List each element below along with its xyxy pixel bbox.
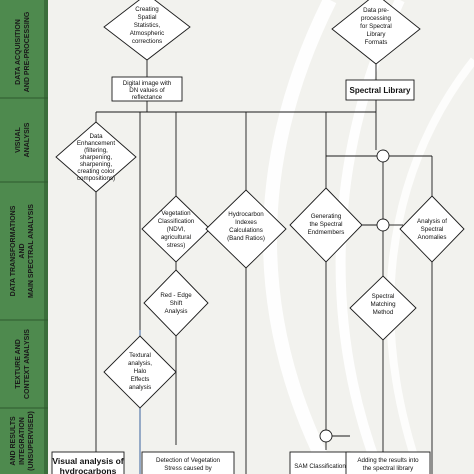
svg-text:Analysis: Analysis	[164, 308, 187, 315]
svg-text:Analysis of: Analysis of	[417, 218, 447, 225]
svg-text:reflectance: reflectance	[132, 94, 163, 101]
node-hydrocarbon-indexes: Hydrocarbon Indexes Calculations (Band R…	[205, 189, 287, 269]
node-preprocessing-library: Data pre- processing for Spectral Librar…	[331, 0, 421, 65]
node-vegetation-stress: Detection of Vegetation Stress caused by	[141, 451, 235, 474]
svg-text:the Spectral: the Spectral	[309, 221, 342, 228]
svg-text:Adding the results into: Adding the results into	[357, 457, 419, 464]
svg-text:Red - Edge: Red - Edge	[160, 292, 192, 299]
svg-text:creating color: creating color	[77, 168, 114, 175]
svg-text:Formats: Formats	[365, 39, 388, 46]
svg-text:(Band Ratios): (Band Ratios)	[227, 235, 265, 242]
svg-text:Enhancement: Enhancement	[77, 140, 115, 147]
svg-text:AND: AND	[19, 243, 26, 258]
svg-text:Spectral: Spectral	[372, 293, 395, 300]
svg-text:agricultural: agricultural	[161, 234, 191, 241]
svg-text:Textural: Textural	[129, 352, 151, 359]
svg-text:Spectral: Spectral	[421, 226, 444, 233]
svg-text:Matching: Matching	[370, 301, 396, 308]
lane-band-edge	[44, 0, 48, 474]
svg-text:Stress caused by: Stress caused by	[164, 465, 212, 472]
svg-text:Detection of Vegetation: Detection of Vegetation	[156, 457, 221, 464]
svg-text:(filtering,: (filtering,	[84, 147, 108, 154]
lane-label-integration: AND RESULTS INTEGRATION (UNSUPERVISED)	[10, 411, 35, 471]
svg-text:hydrocarbons: hydrocarbons	[60, 466, 117, 474]
svg-text:SAM Classification: SAM Classification	[294, 463, 346, 470]
node-sam-classification: SAM Classification	[289, 451, 351, 474]
node-adding-results: Adding the results into the spectral lib…	[345, 451, 431, 474]
svg-text:Creating: Creating	[135, 6, 159, 13]
svg-text:Library: Library	[367, 31, 387, 38]
svg-text:(UNSUPERVISED): (UNSUPERVISED)	[28, 411, 35, 471]
svg-text:Generating: Generating	[311, 213, 342, 220]
svg-text:Shift: Shift	[170, 300, 183, 307]
svg-text:Anomalies: Anomalies	[418, 234, 447, 241]
svg-text:VISUAL: VISUAL	[15, 126, 22, 152]
svg-text:DATA TRANSFORMATIONS: DATA TRANSFORMATIONS	[10, 205, 17, 296]
svg-text:compositions): compositions)	[77, 175, 115, 182]
svg-text:the spectral library: the spectral library	[363, 465, 414, 472]
svg-text:Atmospheric: Atmospheric	[130, 30, 164, 37]
svg-text:DN values of: DN values of	[129, 87, 165, 94]
svg-text:sharpening,: sharpening,	[80, 161, 113, 168]
svg-text:processing: processing	[361, 15, 391, 22]
svg-text:Digital image with: Digital image with	[123, 80, 172, 87]
svg-text:AND RESULTS: AND RESULTS	[10, 416, 17, 466]
svg-text:analysis: analysis	[129, 384, 151, 391]
svg-text:for Spectral: for Spectral	[360, 23, 392, 30]
svg-text:Data pre-: Data pre-	[363, 7, 389, 14]
lane-label-visual: VISUAL ANALYSIS	[15, 122, 31, 157]
node-red-edge-shift: Red - Edge Shift Analysis	[143, 269, 209, 337]
svg-text:stress): stress)	[167, 242, 186, 249]
svg-text:analysis,: analysis,	[128, 360, 152, 367]
svg-text:TEXTURE AND: TEXTURE AND	[15, 339, 22, 389]
svg-text:(NDVI,: (NDVI,	[167, 226, 186, 233]
svg-text:sharpening,: sharpening,	[80, 154, 113, 161]
svg-text:corrections: corrections	[132, 38, 162, 45]
lane-band	[0, 0, 44, 474]
svg-text:Hydrocarbon: Hydrocarbon	[228, 211, 264, 218]
node-vegetation-classification: Vegetation Classification (NDVI, agricul…	[141, 195, 211, 263]
node-visual-hydrocarbons: Visual analysis of hydrocarbons	[51, 451, 125, 474]
lane-label-transformations: DATA TRANSFORMATIONS AND MAIN SPECTRAL A…	[10, 204, 35, 298]
node-spectral-library: Spectral Library	[345, 79, 415, 101]
node-spectral-anomalies: Analysis of Spectral Anomalies	[399, 195, 465, 263]
svg-text:INTEGRATION: INTEGRATION	[19, 417, 26, 465]
svg-text:Spatial: Spatial	[138, 14, 157, 21]
svg-text:Vegetation: Vegetation	[161, 210, 191, 217]
svg-text:DATA ACQUISITION: DATA ACQUISITION	[15, 19, 22, 85]
svg-text:AND PRE-PROCESSING: AND PRE-PROCESSING	[24, 11, 31, 92]
flow-lines	[95, 60, 433, 474]
svg-text:Spectral Library: Spectral Library	[350, 86, 411, 95]
svg-text:Method: Method	[373, 309, 394, 316]
svg-text:Indexes: Indexes	[235, 219, 257, 226]
svg-text:Effects: Effects	[131, 376, 150, 383]
node-spectral-matching: Spectral Matching Method	[349, 275, 417, 341]
svg-text:MAIN SPECTRAL ANALYSIS: MAIN SPECTRAL ANALYSIS	[28, 204, 35, 298]
svg-text:CONTEXT ANALYSIS: CONTEXT ANALYSIS	[24, 329, 31, 399]
node-textural-analysis: Textural analysis, Halo Effects analysis	[103, 335, 177, 409]
node-spatial-statistics: Creating Spatial Statistics, Atmospheric…	[103, 0, 191, 61]
svg-text:Statistics,: Statistics,	[134, 22, 161, 29]
svg-text:Endmembers: Endmembers	[308, 229, 345, 236]
svg-text:Visual analysis of: Visual analysis of	[52, 456, 123, 466]
node-digital-image: Digital image with DN values of reflecta…	[111, 76, 183, 102]
svg-text:ANALYSIS: ANALYSIS	[24, 122, 31, 157]
node-data-enhancement: Data Enhancement (filtering, sharpening,…	[55, 121, 137, 193]
svg-text:Halo: Halo	[134, 368, 147, 375]
node-spectral-endmembers: Generating the Spectral Endmembers	[289, 187, 363, 263]
svg-text:Calculations: Calculations	[229, 227, 263, 234]
svg-text:Data: Data	[89, 133, 103, 140]
lane-label-acquisition: DATA ACQUISITION AND PRE-PROCESSING	[15, 11, 31, 92]
lane-label-texture: TEXTURE AND CONTEXT ANALYSIS	[15, 329, 31, 399]
svg-text:Classification: Classification	[158, 218, 195, 225]
